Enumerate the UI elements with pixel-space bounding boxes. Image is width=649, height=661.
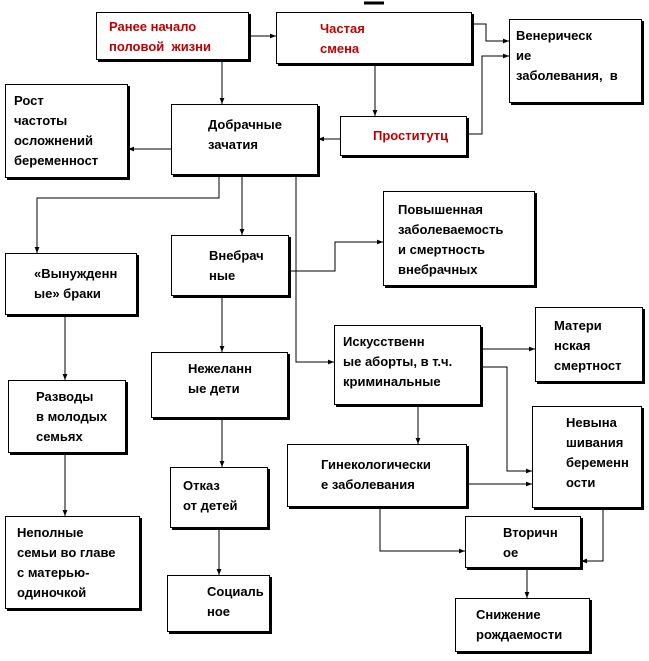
node-social: Социаль ное	[167, 575, 270, 632]
node-label: Повышенная заболеваемость и смертность в…	[398, 202, 504, 277]
node-miscarriage: Невына шивания беременн ости	[532, 406, 642, 508]
node-venereal-diseases: Венерическ ие заболевания, в	[509, 19, 642, 103]
node-pregnancy-complications: Рост частоты осложнений беременност	[5, 84, 128, 178]
node-label: Искусственн ые аборты, в т.ч. криминальн…	[343, 334, 453, 389]
node-birthrate-decline: Снижение рождаемости	[455, 598, 590, 652]
node-label: Социаль ное	[207, 584, 264, 619]
node-gynecological-diseases: Гинекологически е заболевания	[287, 444, 467, 507]
node-label: Матери нская смертност	[554, 318, 622, 373]
node-unwanted-children: Нежеланн ые дети	[151, 352, 288, 418]
arrow-prostitution-to-venereal	[467, 53, 509, 135]
node-secondary: Вторичн ое	[465, 516, 581, 568]
node-label: Частая смена	[320, 21, 365, 56]
node-incomplete-families: Неполные семьи во главе с матерью- одино…	[5, 516, 140, 609]
arrow-miscarriage-to-secondary	[581, 508, 604, 564]
arrow-change-to-venereal	[472, 23, 509, 44]
node-maternal-mortality: Матери нская смертност	[535, 307, 643, 382]
node-label: Внебрач ные	[209, 248, 264, 283]
arrow-abortions-to-miscarriage	[481, 366, 532, 474]
node-label: Вторичн ое	[503, 525, 558, 560]
node-label: Рост частоты осложнений беременност	[14, 93, 99, 168]
node-premarital-conception: Добрачные зачатия	[171, 104, 318, 175]
node-label: Проститутц	[373, 128, 449, 143]
node-increased-morbidity: Повышенная заболеваемость и смертность в…	[383, 191, 535, 286]
node-forced-marriages: «Вынужденн ые» браки	[5, 253, 137, 315]
node-prostitution: Проститутц	[340, 116, 467, 156]
node-label: Добрачные зачатия	[208, 117, 282, 152]
arrow-extramarital-to-morbidity	[289, 239, 383, 272]
arrow-gyneco-to-secondary	[379, 507, 465, 554]
node-label: Ранее начало половой жизни	[109, 19, 211, 54]
node-label: Отказ от детей	[183, 478, 238, 513]
node-extramarital: Внебрач ные	[171, 235, 289, 296]
arrow-premarital-to-abortions	[295, 175, 334, 365]
node-label: Нежеланн ые дети	[188, 361, 252, 396]
node-abandonment: Отказ от детей	[170, 467, 268, 528]
node-label: Неполные семьи во главе с матерью- одино…	[17, 525, 116, 600]
node-label: Разводы в молодых семьях	[36, 389, 108, 444]
node-label: Невына шивания беременн ости	[566, 415, 629, 490]
node-early-sexual-life: Ранее начало половой жизни	[96, 12, 249, 60]
node-artificial-abortions: Искусственн ые аборты, в т.ч. криминальн…	[334, 325, 481, 405]
node-label: Венерическ ие заболевания, в	[516, 28, 618, 83]
node-label: Снижение рождаемости	[476, 607, 563, 642]
node-frequent-change: Частая смена	[276, 12, 472, 64]
node-label: Гинекологически е заболевания	[321, 457, 431, 492]
node-divorces: Разводы в молодых семьях	[8, 380, 126, 453]
arrow-premarital-to-forced	[34, 175, 220, 253]
node-label: «Вынужденн ые» браки	[34, 266, 118, 301]
